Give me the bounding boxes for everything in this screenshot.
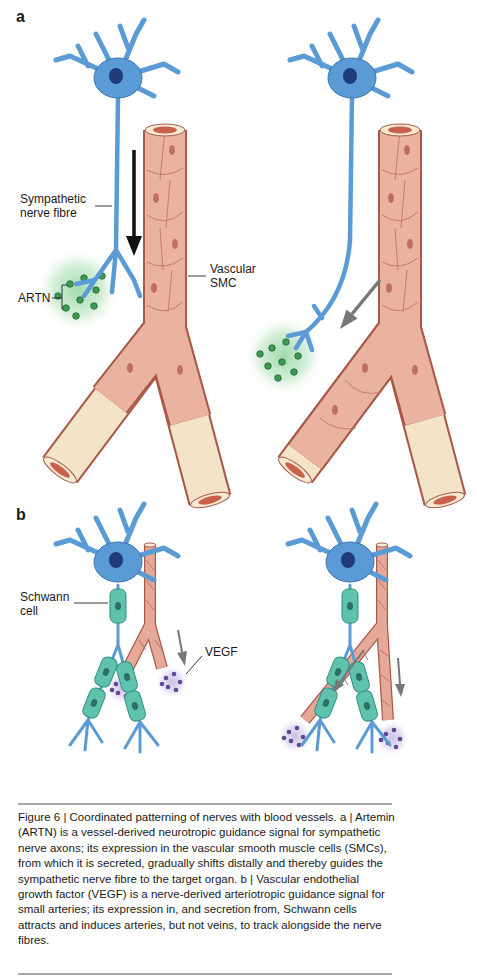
leader-line [188,276,206,277]
growth-arrow [333,650,405,697]
vessel-a-right [275,124,465,511]
neuron-b-left [56,504,178,752]
leader-line [95,206,112,207]
caption-rule [18,804,392,805]
schwann-cells [313,589,379,723]
vegf-glow [375,721,409,755]
caption-rule [18,974,392,975]
figure-caption: Figure 6 | Coordinated patterning of ner… [18,810,396,949]
growth-arrow [177,630,187,666]
leader-bracket [52,285,67,309]
schwann-cells [81,589,147,723]
leader-line [74,603,108,604]
sympathetic-neuron-a-left [56,20,178,296]
growth-arrow [126,150,142,256]
neuron-b-right [288,504,410,752]
panel-letter: b [16,506,46,524]
signal-label: ARTN [18,291,58,305]
leader-line [186,656,202,674]
vegf-glow [156,666,188,698]
growth-arrow [340,280,380,329]
sympathetic-neuron-a-right [288,20,412,350]
signal-label: VEGF [205,645,255,659]
part-label: Schwann cell [20,590,76,618]
part-label: Sympathetic nerve fibre [20,192,96,220]
panel-letter: a [16,8,46,26]
artn-dots [257,339,302,382]
part-label: Vascular SMC [210,262,272,290]
